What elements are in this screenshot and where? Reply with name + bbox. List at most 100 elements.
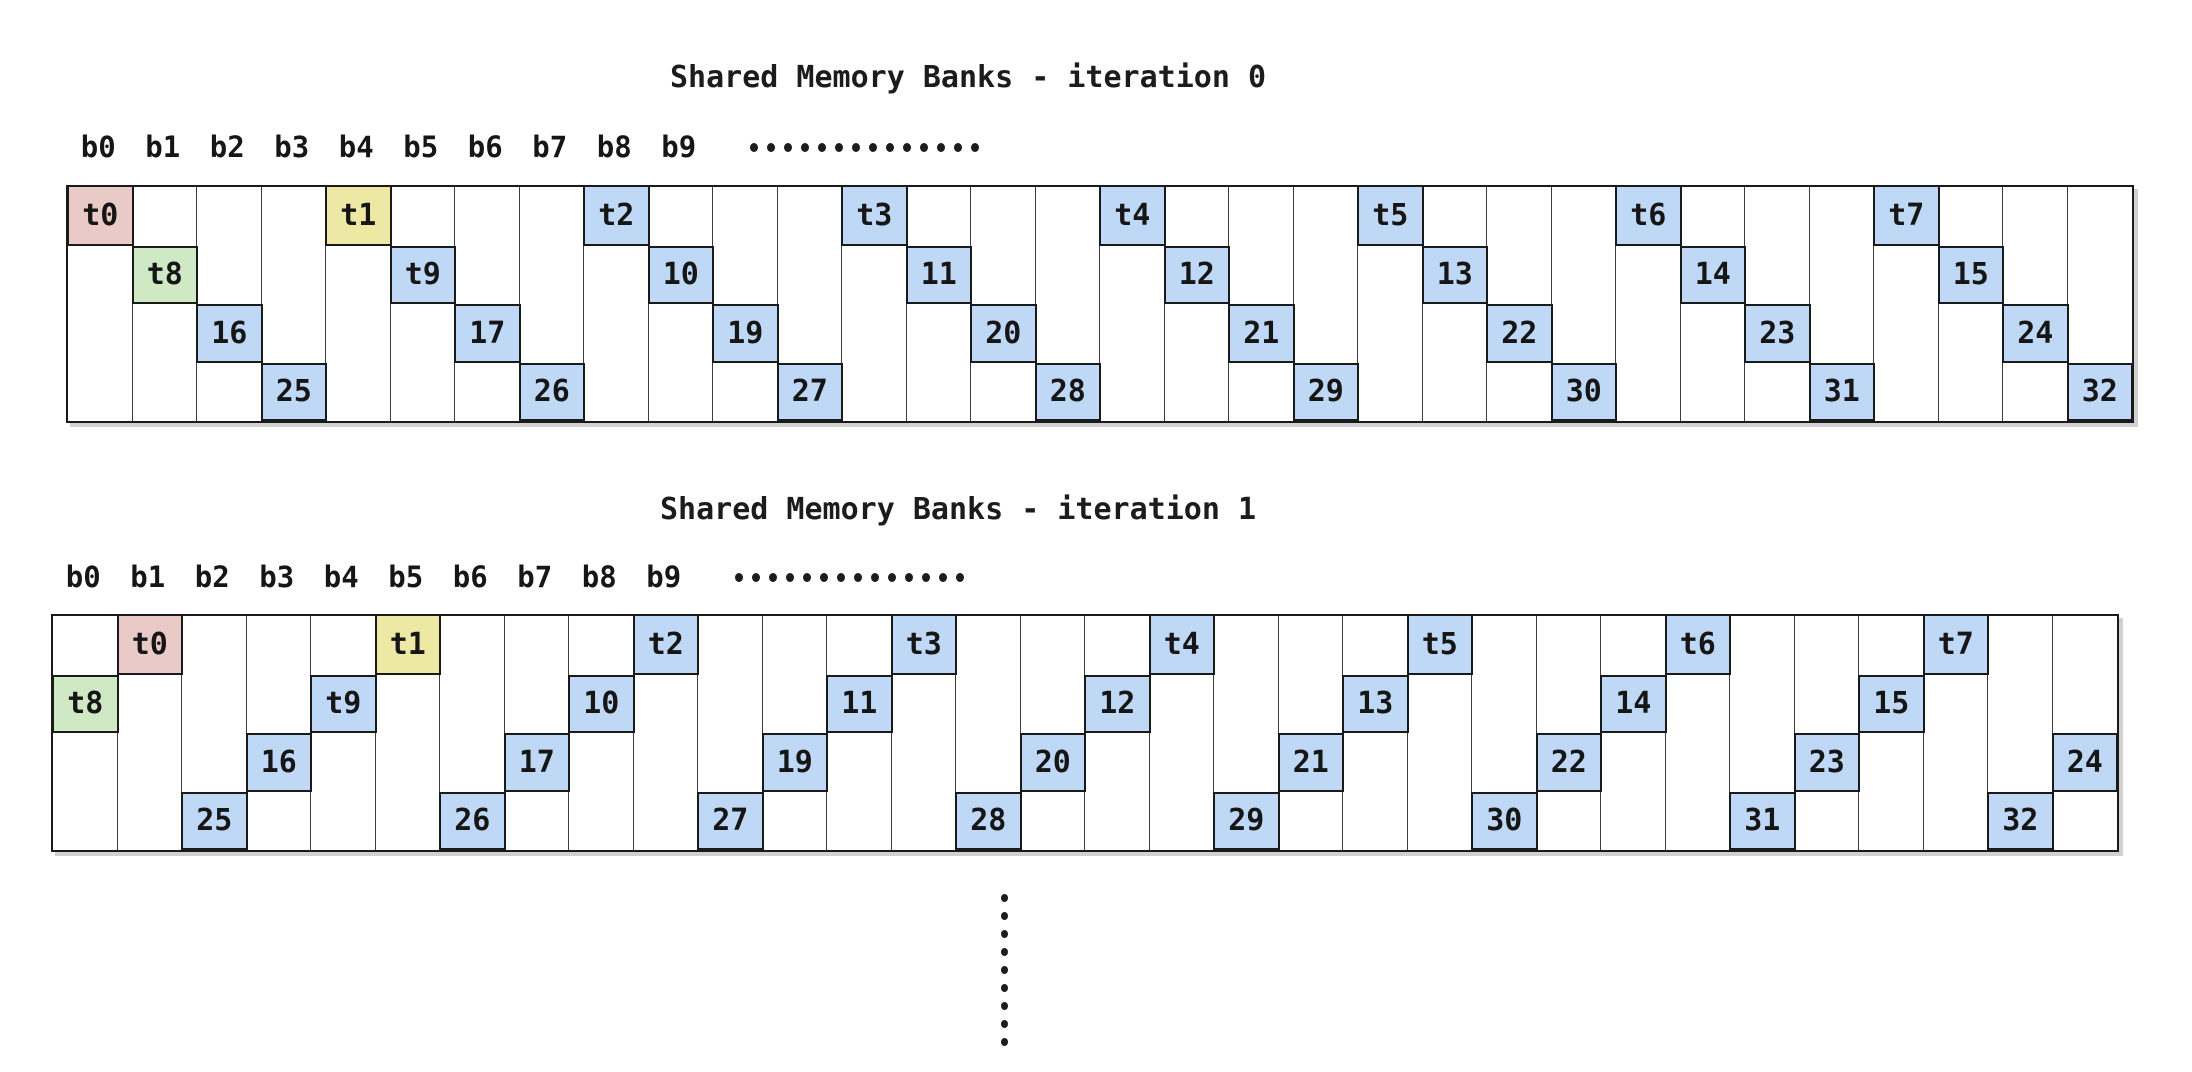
bank-label-b4: b4 (323, 560, 359, 594)
bank-column-9 (634, 616, 698, 850)
bank-column-13 (892, 616, 956, 850)
memory-cell-17: 17 (503, 733, 570, 792)
bank-column-4 (326, 187, 391, 421)
ellipsis-dot (937, 142, 945, 152)
memory-cell-t4: t4 (1148, 614, 1215, 675)
bank-label-b5: b5 (403, 130, 439, 164)
ellipsis-dot (801, 142, 809, 152)
ellipsis-dot (820, 572, 828, 582)
bank-column-0 (68, 187, 133, 421)
memory-cell-12: 12 (1084, 674, 1151, 733)
ellipsis-dot (786, 572, 794, 582)
bank-label-b1: b1 (130, 560, 166, 594)
bank-label-b4: b4 (338, 130, 374, 164)
bank-column-7 (520, 187, 584, 421)
ellipsis-dot (1001, 984, 1008, 992)
ellipsis-dot (1001, 894, 1008, 902)
iteration-0-title: Shared Memory Banks - iteration 0 (669, 60, 1267, 95)
vertical-ellipsis (1001, 894, 1008, 1046)
bank-column-23 (1552, 187, 1616, 421)
bank-label-b7: b7 (532, 130, 568, 164)
bank-column-19 (1294, 187, 1358, 421)
bank-column-24 (1601, 616, 1666, 850)
ellipsis-dot (750, 142, 758, 152)
bank-column-1 (118, 616, 182, 850)
ellipsis-dot (852, 142, 860, 152)
bank-column-8 (584, 187, 649, 421)
memory-cell-10: 10 (647, 245, 714, 304)
memory-cell-14: 14 (1679, 245, 1746, 304)
memory-cell-31: 31 (1808, 362, 1875, 421)
ellipsis-dot (869, 142, 877, 152)
bank-column-17 (1165, 187, 1229, 421)
memory-cell-27: 27 (697, 791, 764, 850)
ellipsis-dot (784, 142, 792, 152)
bank-column-15 (1036, 187, 1100, 421)
bank-column-16 (1085, 616, 1150, 850)
bank-labels-ellipsis (735, 572, 964, 582)
ellipsis-dot (1001, 1038, 1008, 1046)
memory-cell-t8: t8 (52, 674, 119, 733)
memory-cell-t0: t0 (116, 614, 183, 675)
bank-label-b8: b8 (581, 560, 617, 594)
bank-label-b6: b6 (467, 130, 503, 164)
bank-column-13 (907, 187, 971, 421)
ellipsis-dot (939, 572, 947, 582)
bank-label-b6: b6 (452, 560, 488, 594)
memory-cell-24: 24 (2002, 304, 2069, 363)
bank-column-17 (1150, 616, 1214, 850)
bank-column-8 (569, 616, 634, 850)
memory-cell-31: 31 (1729, 791, 1796, 850)
bank-column-12 (827, 616, 892, 850)
bank-column-0 (53, 616, 118, 850)
memory-cell-32: 32 (1987, 791, 2054, 850)
bank-column-3 (262, 187, 326, 421)
memory-cell-13: 13 (1342, 674, 1409, 733)
memory-cell-16: 16 (245, 733, 312, 792)
memory-cell-15: 15 (1937, 245, 2004, 304)
memory-cell-29: 29 (1213, 791, 1280, 850)
memory-cell-t7: t7 (1873, 185, 1940, 246)
memory-cell-28: 28 (955, 791, 1022, 850)
bank-column-28 (1859, 616, 1924, 850)
memory-cell-t6: t6 (1615, 185, 1682, 246)
ellipsis-dot (803, 572, 811, 582)
bank-column-5 (391, 187, 455, 421)
memory-cell-22: 22 (1486, 304, 1553, 363)
memory-cell-t5: t5 (1357, 185, 1424, 246)
bank-column-27 (1810, 187, 1874, 421)
bank-column-21 (1423, 187, 1487, 421)
ellipsis-dot (888, 572, 896, 582)
bank-label-b9: b9 (661, 130, 697, 164)
bank-column-25 (1681, 187, 1745, 421)
bank-column-29 (1924, 616, 1988, 850)
memory-cell-t5: t5 (1406, 614, 1473, 675)
ellipsis-dot (1001, 1002, 1008, 1010)
ellipsis-dot (920, 142, 928, 152)
memory-cell-21: 21 (1277, 733, 1344, 792)
bank-label-b1: b1 (145, 130, 181, 164)
memory-cell-14: 14 (1600, 674, 1667, 733)
ellipsis-dot (854, 572, 862, 582)
memory-cell-23: 23 (1744, 304, 1811, 363)
memory-cell-12: 12 (1163, 245, 1230, 304)
ellipsis-dot (1001, 930, 1008, 938)
bank-column-5 (376, 616, 440, 850)
memory-cell-t9: t9 (310, 674, 377, 733)
memory-cell-t3: t3 (841, 185, 908, 246)
ellipsis-dot (1001, 912, 1008, 920)
memory-cell-20: 20 (970, 304, 1037, 363)
ellipsis-dot (1001, 1020, 1008, 1028)
ellipsis-dot (903, 142, 911, 152)
memory-cell-28: 28 (1034, 362, 1101, 421)
bank-label-b2: b2 (194, 560, 230, 594)
ellipsis-dot (886, 142, 894, 152)
memory-cell-19: 19 (712, 304, 779, 363)
memory-cell-23: 23 (1793, 733, 1860, 792)
bank-column-21 (1408, 616, 1472, 850)
ellipsis-dot (735, 572, 743, 582)
memory-cell-30: 30 (1471, 791, 1538, 850)
ellipsis-dot (871, 572, 879, 582)
bank-label-b7: b7 (517, 560, 553, 594)
